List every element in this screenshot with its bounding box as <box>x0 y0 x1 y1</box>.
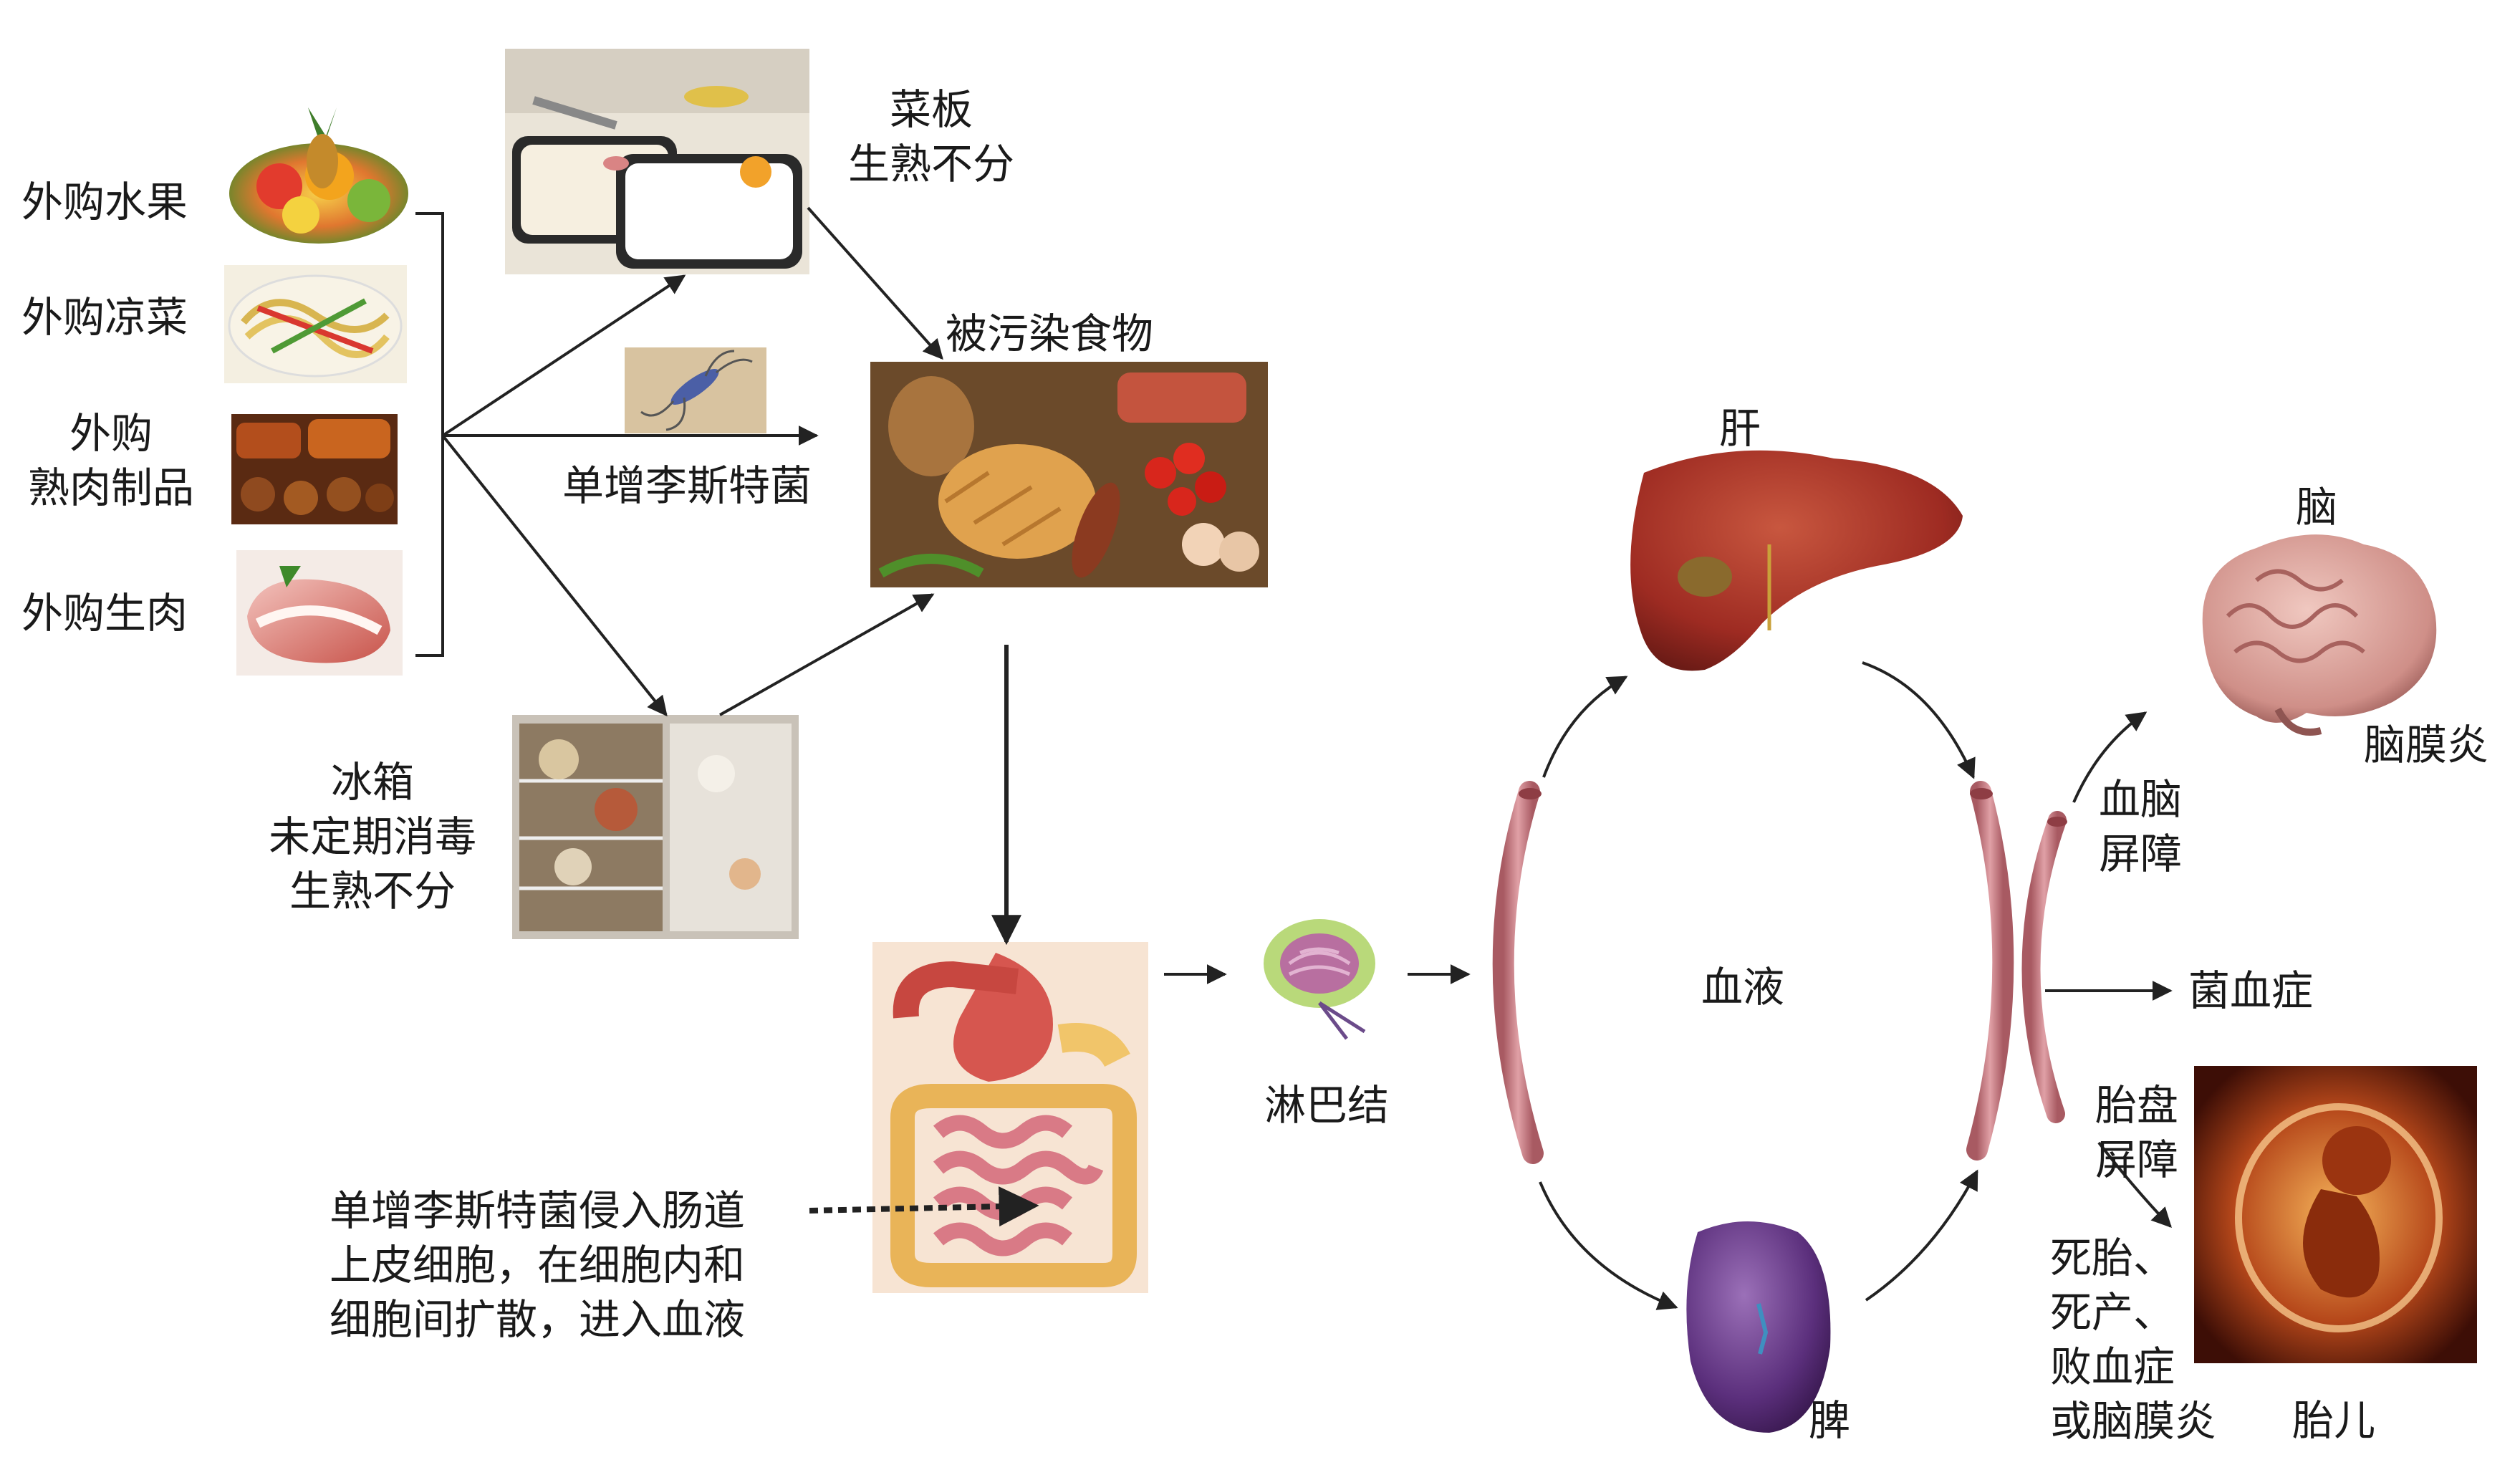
label-meningitis: 脑膜炎 <box>2364 721 2489 769</box>
label-liver: 肝 <box>1719 404 1761 453</box>
lymph-node-image <box>1264 919 1375 1040</box>
label-fridge-line2: 未定期消毒 <box>268 812 476 861</box>
label-placenta-line1: 胎盘 <box>2095 1081 2179 1130</box>
label-fridge-line3: 生熟不分 <box>289 867 456 916</box>
label-bacteremia: 菌血症 <box>2188 966 2314 1015</box>
label-fetus: 胎儿 <box>2292 1396 2376 1445</box>
intestine-image <box>872 942 1148 1293</box>
label-blood-brain-barrier: 血脑 屏障 <box>2099 772 2182 881</box>
label-fetal-line4: 或脑膜炎 <box>2050 1397 2217 1446</box>
label-lymph-node: 淋巴结 <box>1264 1081 1390 1130</box>
fruit-image <box>226 107 415 244</box>
source-bracket <box>415 212 444 657</box>
label-contaminated-food: 被污染食物 <box>946 309 1154 358</box>
blood-vessel-left <box>1492 781 1544 1164</box>
label-listeria: 单增李斯特菌 <box>562 461 812 510</box>
fetus-image <box>2194 1066 2477 1363</box>
fridge-image <box>512 715 799 939</box>
flow-arrows <box>441 206 2173 1310</box>
label-fetal-line3: 败血症 <box>2050 1342 2175 1391</box>
label-bbb-line2: 屏障 <box>2099 830 2183 878</box>
label-cold-dish: 外购凉菜 <box>21 293 188 342</box>
spleen-image <box>1686 1221 1831 1433</box>
label-cutting-board-line1: 菜板 <box>889 85 973 134</box>
label-raw-meat: 外购生肉 <box>21 589 188 638</box>
label-fridge: 冰箱 未定期消毒 生熟不分 <box>251 755 494 918</box>
label-cooked-meat: 外购 熟肉制品 <box>21 406 201 515</box>
label-intestine-note-line3: 细胞间扩散，进入血液 <box>330 1295 746 1344</box>
label-fruit: 外购水果 <box>21 178 188 226</box>
cutting-board-image <box>505 49 809 274</box>
raw-meat-image <box>236 550 403 676</box>
label-fetal-outcomes: 死胎、 死产、 败血症 或脑膜炎 <box>2050 1231 2216 1448</box>
label-intestine-note-line1: 单增李斯特菌侵入肠道 <box>330 1186 746 1235</box>
label-fetal-line2: 死产、 <box>2050 1288 2175 1337</box>
cold-dish-image <box>224 265 407 383</box>
label-spleen: 脾 <box>1809 1396 1851 1445</box>
label-fetal-line1: 死胎、 <box>2050 1234 2175 1282</box>
label-bbb-line1: 血脑 <box>2099 775 2183 824</box>
blood-vessel-right <box>1966 781 2014 1161</box>
label-brain: 脑 <box>2296 483 2338 532</box>
label-cutting-board-line2: 生熟不分 <box>847 140 1014 188</box>
label-placental-barrier: 胎盘 屏障 <box>2095 1078 2178 1187</box>
liver-image <box>1630 450 1963 671</box>
label-cooked-meat-line2: 熟肉制品 <box>27 463 194 512</box>
label-cooked-meat-line1: 外购 <box>69 409 153 458</box>
barrier-vessel <box>2021 811 2067 1123</box>
label-fridge-line1: 冰箱 <box>330 758 414 807</box>
label-intestine-note-line2: 上皮细胞，在细胞内和 <box>330 1241 746 1289</box>
label-placenta-line2: 屏障 <box>2095 1135 2179 1184</box>
listeria-micrograph-image <box>625 347 766 433</box>
label-cutting-board: 菜板 生熟不分 <box>838 82 1024 191</box>
contaminated-food-image <box>870 362 1268 587</box>
label-blood: 血液 <box>1701 963 1785 1012</box>
label-intestine-note: 单增李斯特菌侵入肠道 上皮细胞，在细胞内和 细胞间扩散，进入血液 <box>330 1183 745 1347</box>
cooked-meat-image <box>231 414 398 524</box>
brain-image <box>2202 534 2437 736</box>
